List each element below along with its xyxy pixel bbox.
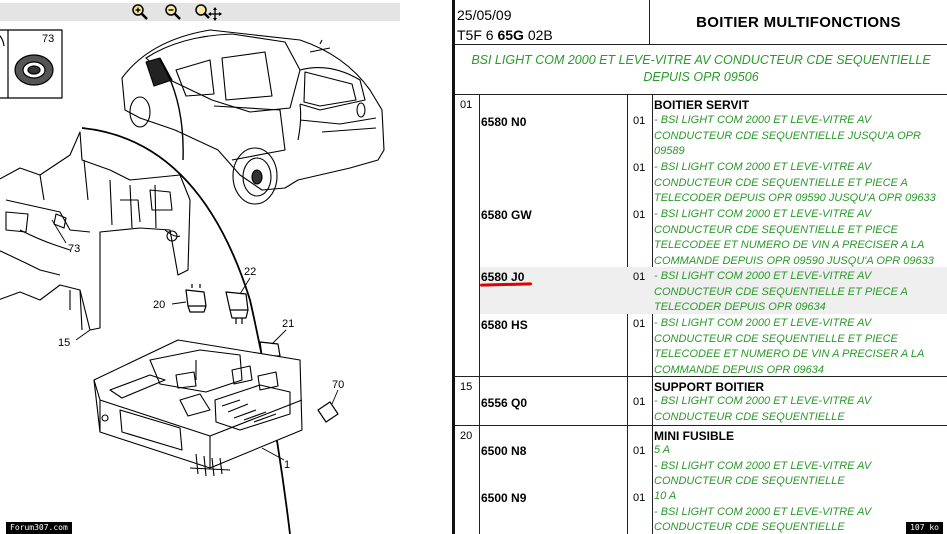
callout-label: 21 — [282, 318, 294, 330]
callout-label: 15 — [58, 337, 70, 349]
zoom-pan-button[interactable] — [194, 3, 222, 21]
part-ref-selected[interactable]: 6580 J0 — [481, 270, 525, 284]
bsi-box-part — [93, 339, 303, 477]
callout-label: 73 — [68, 243, 80, 255]
parts-list-pane: 25/05/09 T5F 6 65G 02B BOITIER MULTIFONC… — [455, 0, 947, 534]
relay-part-22 — [225, 291, 249, 324]
part-qty: 01 — [633, 162, 646, 174]
header-divider — [649, 0, 650, 44]
zoom-out-button[interactable] — [164, 3, 182, 21]
washer-part — [14, 54, 54, 86]
part-ref[interactable]: 6500 N9 — [481, 491, 527, 505]
car-illustration — [121, 29, 385, 205]
catalog-date: 25/05/09 — [457, 7, 512, 23]
parts-drawing-pane: 73 73 22 20 21 15 70 1 — [0, 0, 452, 534]
part-qty: 01 — [633, 209, 646, 221]
zoom-in-icon — [132, 4, 148, 20]
zoom-pan-icon — [195, 4, 222, 21]
group-number: 01 — [460, 99, 473, 111]
callout-label: 73 — [42, 33, 54, 45]
group-rule — [455, 376, 947, 377]
inset-partial-part — [0, 35, 5, 47]
part-qty: 01 — [633, 396, 646, 408]
column-line — [627, 94, 628, 534]
category-label: BOITIER SERVIT — [654, 98, 750, 112]
exploded-view-drawing: 73 73 22 20 21 15 70 1 — [0, 29, 385, 534]
page-title: BOITIER MULTIFONCTIONS — [696, 13, 901, 31]
callout-label: 1 — [284, 459, 290, 471]
part-qty: 01 — [633, 271, 646, 283]
group-rule — [455, 425, 947, 426]
part-qty: 01 — [633, 492, 646, 504]
group-number: 15 — [460, 381, 473, 393]
pane-divider — [452, 0, 455, 534]
relay-part-20 — [185, 284, 207, 313]
leader-lines — [51, 219, 339, 461]
category-label: SUPPORT BOITIER — [654, 380, 765, 394]
zoom-out-icon — [165, 4, 181, 20]
zoom-toolbar — [0, 3, 400, 21]
clip-part-70 — [317, 401, 339, 423]
subtitle-rule — [455, 94, 947, 95]
part-ref[interactable]: 6580 GW — [481, 208, 532, 222]
callout-label: 70 — [332, 379, 344, 391]
part-ref[interactable]: 6556 Q0 — [481, 396, 528, 410]
part-qty: 01 — [633, 115, 646, 127]
column-line — [479, 94, 480, 534]
watermark-left: Forum307.com — [6, 522, 72, 534]
zoom-in-button[interactable] — [131, 3, 149, 21]
part-ref[interactable]: 6580 HS — [481, 318, 528, 332]
header-rule — [455, 44, 947, 45]
part-ref[interactable]: 6500 N8 — [481, 444, 527, 458]
part-qty: 01 — [633, 445, 646, 457]
leader-curve — [81, 127, 291, 534]
part-desc: 10 A- BSI LIGHT COM 2000 ET LEVE-VITRE A… — [654, 490, 872, 533]
section-subtitle: BSI LIGHT COM 2000 ET LEVE-VITRE AV COND… — [471, 53, 931, 84]
support-bracket-part — [0, 131, 191, 331]
column-line — [652, 94, 653, 534]
selected-row-highlight — [480, 267, 947, 314]
callout-label: 22 — [244, 266, 256, 278]
catalog-code: T5F 6 65G 02B — [457, 27, 553, 43]
part-qty: 01 — [633, 318, 646, 330]
category-label: MINI FUSIBLE — [654, 429, 734, 443]
part-ref[interactable]: 6580 N0 — [481, 115, 527, 129]
callout-label: 20 — [153, 299, 165, 311]
group-number: 20 — [460, 430, 473, 442]
watermark-right: 107 ko — [906, 522, 943, 534]
part-desc: 5 A- BSI LIGHT COM 2000 ET LEVE-VITRE AV… — [654, 444, 872, 487]
